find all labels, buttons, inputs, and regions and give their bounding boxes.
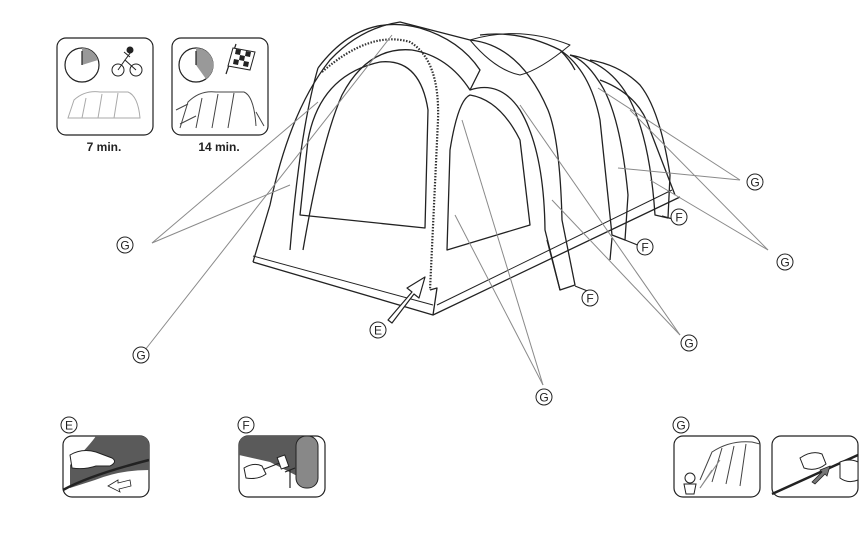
step-e-panel xyxy=(62,435,150,498)
clock-icon xyxy=(178,47,214,83)
svg-text:F: F xyxy=(242,419,249,433)
front-air-beam xyxy=(302,23,481,251)
svg-text:G: G xyxy=(539,391,548,405)
bicycle-icon xyxy=(111,46,143,77)
callout-f-3: F xyxy=(670,208,688,226)
door-zip xyxy=(321,38,440,291)
hand-icon xyxy=(69,450,116,470)
tent-sketch-icon xyxy=(67,91,141,119)
callout-g-right-top: G xyxy=(746,173,764,191)
tent-roof xyxy=(469,33,571,76)
timing-panel-duo xyxy=(171,37,269,136)
tent-front-panel xyxy=(252,21,471,263)
step-f-label: F xyxy=(237,416,255,434)
svg-text:G: G xyxy=(780,256,789,270)
svg-text:G: G xyxy=(684,337,693,351)
checkered-flag-icon xyxy=(225,43,256,75)
callout-g-bottom: G xyxy=(535,388,553,406)
step-g-label: G xyxy=(672,416,690,434)
svg-text:F: F xyxy=(586,292,593,306)
callout-g-left: G xyxy=(116,236,134,254)
zip-arrow-indicator xyxy=(387,276,426,324)
front-window xyxy=(299,61,429,229)
side-window xyxy=(446,94,531,251)
svg-text:F: F xyxy=(641,241,648,255)
hammer-icon xyxy=(261,454,290,471)
callout-g-lower-left: G xyxy=(132,346,150,364)
arrow-left-icon xyxy=(107,479,132,493)
side-air-beam-3 xyxy=(569,54,671,219)
hand-icon xyxy=(243,463,267,479)
callout-g-right-center: G xyxy=(680,334,698,352)
guy-lines xyxy=(144,34,769,386)
callout-f-1: F xyxy=(581,289,599,307)
tent-sketch-icon xyxy=(175,91,265,129)
timing-panel-solo xyxy=(56,37,154,136)
guy-line-icon xyxy=(699,459,721,489)
svg-text:E: E xyxy=(374,324,382,338)
step-g-panel-tensioner xyxy=(771,435,859,498)
svg-text:G: G xyxy=(676,419,685,433)
svg-text:G: G xyxy=(136,349,145,363)
air-beam-icon xyxy=(295,435,319,489)
clock-icon xyxy=(64,47,100,83)
svg-text:G: G xyxy=(120,239,129,253)
step-g-panel-pegging xyxy=(673,435,761,498)
step-f-panel xyxy=(238,435,326,498)
svg-text:E: E xyxy=(65,419,73,433)
svg-text:F: F xyxy=(675,211,682,225)
side-air-beam-1 xyxy=(469,39,576,291)
timing-label-duo: 14 min. xyxy=(198,140,239,154)
tent-illustration xyxy=(252,21,681,316)
callout-f-2: F xyxy=(636,238,654,256)
svg-text:G: G xyxy=(750,176,759,190)
callout-g-right: G xyxy=(776,253,794,271)
peg-icon xyxy=(284,467,296,488)
arrow-up-right-icon xyxy=(811,465,831,485)
tent-ground-outline xyxy=(252,196,681,316)
hand-icon xyxy=(799,452,859,483)
side-air-beam-2 xyxy=(479,33,629,241)
timing-label-solo: 7 min. xyxy=(87,140,122,154)
person-icon xyxy=(683,472,697,495)
step-e-label: E xyxy=(60,416,78,434)
callout-e: E xyxy=(369,321,387,339)
